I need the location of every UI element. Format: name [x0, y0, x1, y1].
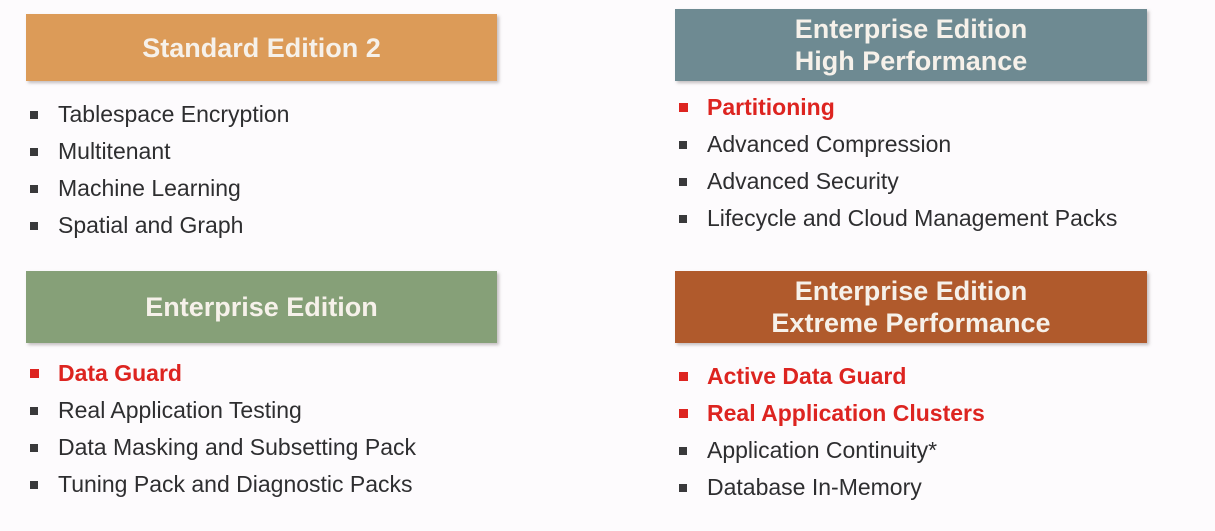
feature-label: Real Application Testing	[58, 397, 302, 423]
square-bullet-icon	[30, 110, 38, 119]
square-bullet-icon	[679, 103, 688, 112]
feature-label: Partitioning	[707, 94, 835, 120]
feature-label: Database In-Memory	[707, 474, 922, 500]
square-bullet-icon	[679, 409, 688, 418]
square-bullet-icon	[30, 221, 38, 230]
feature-label: Machine Learning	[58, 175, 241, 201]
feature-item: Data Masking and Subsetting Pack	[26, 429, 497, 466]
feature-list: Tablespace Encryption Multitenant Machin…	[26, 96, 497, 244]
feature-item: Real Application Testing	[26, 392, 497, 429]
feature-label: Tuning Pack and Diagnostic Packs	[58, 471, 413, 497]
panel-title-line-2: Extreme Performance	[771, 308, 1051, 338]
square-bullet-icon	[30, 369, 39, 378]
feature-label: Active Data Guard	[707, 363, 907, 389]
feature-label: Advanced Compression	[707, 131, 952, 157]
square-bullet-icon	[30, 443, 38, 452]
square-bullet-icon	[679, 140, 687, 149]
feature-list: Active Data Guard Real Application Clust…	[675, 358, 1147, 506]
square-bullet-icon	[679, 214, 687, 223]
panel-header-enterprise-edition: Enterprise Edition	[26, 271, 497, 343]
feature-list: Partitioning Advanced Compression Advanc…	[675, 89, 1147, 237]
feature-item: Tuning Pack and Diagnostic Packs	[26, 466, 497, 503]
feature-item: Active Data Guard	[675, 358, 1147, 395]
square-bullet-icon	[30, 147, 38, 156]
panel-title-line-1: Enterprise Edition	[794, 14, 1028, 44]
panel-title-line-2: High Performance	[794, 46, 1028, 76]
panel-title: Standard Edition 2	[142, 32, 381, 63]
feature-item: Machine Learning	[26, 170, 497, 207]
feature-item: Real Application Clusters	[675, 395, 1147, 432]
feature-item: Data Guard	[26, 355, 497, 392]
feature-item: Lifecycle and Cloud Management Packs	[675, 200, 1147, 237]
panel-enterprise-edition-extreme-performance: Enterprise Edition Extreme Performance A…	[675, 271, 1147, 506]
feature-item: Advanced Security	[675, 163, 1147, 200]
feature-label: Real Application Clusters	[707, 400, 985, 426]
panel-header-standard-edition-2: Standard Edition 2	[26, 14, 497, 81]
feature-label: Lifecycle and Cloud Management Packs	[707, 205, 1118, 231]
feature-item: Tablespace Encryption	[26, 96, 497, 133]
feature-item: Database In-Memory	[675, 469, 1147, 506]
panel-title: Enterprise Edition	[145, 292, 378, 322]
feature-label: Data Masking and Subsetting Pack	[58, 434, 416, 460]
square-bullet-icon	[30, 480, 38, 489]
square-bullet-icon	[679, 177, 687, 186]
feature-list: Data Guard Real Application Testing Data…	[26, 355, 497, 503]
feature-label: Tablespace Encryption	[58, 101, 290, 127]
panel-header-enterprise-edition-extreme-performance: Enterprise Edition Extreme Performance	[675, 271, 1147, 343]
feature-item: Application Continuity*	[675, 432, 1147, 469]
panel-standard-edition-2: Standard Edition 2 Tablespace Encryption…	[26, 14, 497, 244]
square-bullet-icon	[30, 184, 38, 193]
feature-item: Multitenant	[26, 133, 497, 170]
panel-enterprise-edition: Enterprise Edition Data Guard Real Appli…	[26, 271, 497, 503]
feature-item: Partitioning	[675, 89, 1147, 126]
square-bullet-icon	[30, 406, 38, 415]
square-bullet-icon	[679, 372, 688, 381]
feature-label: Multitenant	[58, 138, 171, 164]
feature-label: Spatial and Graph	[58, 212, 244, 238]
panel-enterprise-edition-high-performance: Enterprise Edition High Performance Part…	[675, 9, 1147, 237]
feature-item: Advanced Compression	[675, 126, 1147, 163]
panel-header-enterprise-edition-high-performance: Enterprise Edition High Performance	[675, 9, 1147, 81]
feature-label: Application Continuity*	[707, 437, 938, 463]
feature-label: Data Guard	[58, 360, 182, 386]
square-bullet-icon	[679, 446, 687, 455]
feature-item: Spatial and Graph	[26, 207, 497, 244]
feature-label: Advanced Security	[707, 168, 899, 194]
square-bullet-icon	[679, 483, 687, 492]
panel-title-line-1: Enterprise Edition	[794, 276, 1028, 306]
